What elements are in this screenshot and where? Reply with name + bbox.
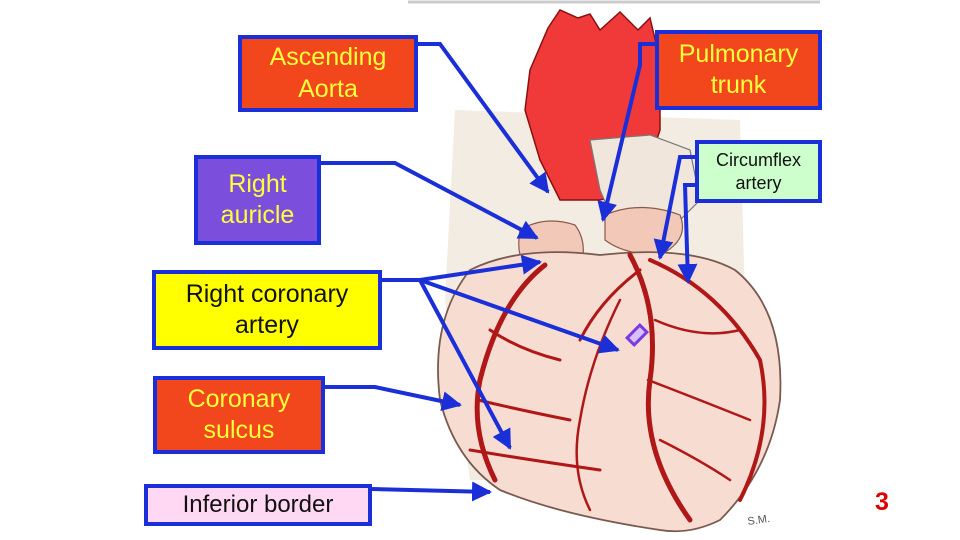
label-pulmonary-trunk: Pulmonary trunk xyxy=(655,30,822,110)
label-circumflex-artery: Circumflex artery xyxy=(695,140,822,203)
arrow-ascending-aorta xyxy=(418,42,550,194)
label-coronary-sulcus: Coronary sulcus xyxy=(153,376,325,454)
arrow-coronary-sulcus xyxy=(325,385,462,412)
purple-marker xyxy=(624,322,650,348)
arrow-circumflex-artery-2 xyxy=(677,183,698,284)
label-circumflex-artery-text: Circumflex artery xyxy=(715,150,801,193)
label-right-auricle-text: Right auricle xyxy=(220,169,295,229)
label-pulmonary-trunk-text: Pulmonary trunk xyxy=(678,39,799,99)
arrow-pulmonary-trunk xyxy=(597,42,657,222)
arrow-rca-3 xyxy=(418,279,512,450)
arrow-rca-1 xyxy=(419,254,542,282)
label-right-auricle: Right auricle xyxy=(194,155,321,245)
arrow-rca-2 xyxy=(419,278,620,354)
label-right-coronary-artery: Right coronary artery xyxy=(152,270,382,350)
arrow-inferior-border xyxy=(371,481,492,502)
label-ascending-aorta-text: Ascending Aorta xyxy=(269,43,387,103)
slide-number: 3 xyxy=(875,488,889,516)
ventricles-shape xyxy=(437,251,782,533)
label-inferior-border-text: Inferior border xyxy=(182,491,334,518)
pointer-arrows xyxy=(321,42,698,502)
label-inferior-border: Inferior border xyxy=(144,484,372,526)
label-right-coronary-artery-text: Right coronary artery xyxy=(185,279,349,339)
arrow-circumflex-artery xyxy=(653,155,697,260)
label-coronary-sulcus-text: Coronary sulcus xyxy=(187,384,291,444)
arrow-right-auricle xyxy=(321,161,539,240)
label-ascending-aorta: Ascending Aorta xyxy=(238,35,418,112)
illustrator-signature: S.M. xyxy=(747,513,771,528)
